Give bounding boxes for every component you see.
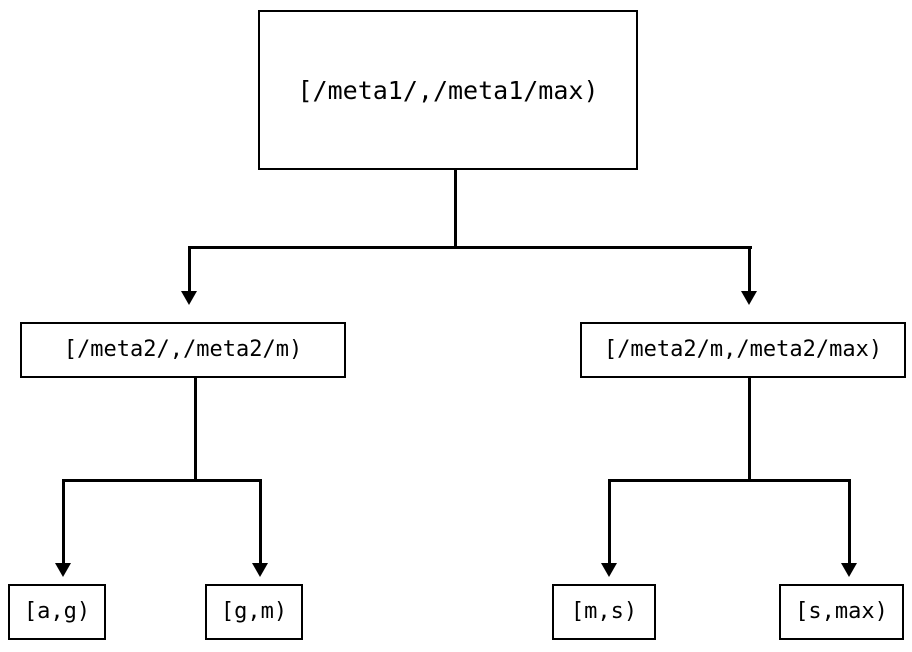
arrow-down-icon-mid-right-to-leaf-3 [601, 563, 617, 577]
edge-root-to-mid-right-stem [748, 246, 751, 292]
edge-mid-left-to-leaf-1-stem [62, 479, 65, 564]
edge-root-crossbar [189, 246, 752, 249]
edge-mid-right-crossbar [609, 479, 851, 482]
edge-mid-right-to-leaf-4-stem [848, 479, 851, 564]
node-leaf-2-label: [g,m) [220, 599, 288, 624]
node-mid-right[interactable]: [/meta2/m,/meta2/max) [580, 322, 906, 378]
node-leaf-g-m[interactable]: [g,m) [205, 584, 303, 640]
node-leaf-s-max[interactable]: [s,max) [779, 584, 904, 640]
node-leaf-4-label: [s,max) [795, 599, 888, 624]
node-root-label: [/meta1/,/meta1/max) [297, 75, 599, 105]
edge-mid-right-to-leaf-3-stem [608, 479, 611, 564]
edge-root-to-mid-left-stem [188, 246, 191, 292]
node-mid-left[interactable]: [/meta2/,/meta2/m) [20, 322, 346, 378]
node-leaf-a-g[interactable]: [a,g) [8, 584, 106, 640]
arrow-down-icon-root-to-mid-left [181, 291, 197, 305]
node-mid-right-label: [/meta2/m,/meta2/max) [603, 337, 883, 362]
node-leaf-3-label: [m,s) [570, 599, 638, 624]
node-root[interactable]: [/meta1/,/meta1/max) [258, 10, 638, 170]
arrow-down-icon-mid-left-to-leaf-1 [55, 563, 71, 577]
node-mid-left-label: [/meta2/,/meta2/m) [63, 337, 303, 362]
arrow-down-icon-mid-right-to-leaf-4 [841, 563, 857, 577]
node-leaf-1-label: [a,g) [23, 599, 91, 624]
edge-mid-left-to-leaf-2-stem [259, 479, 262, 564]
node-leaf-m-s[interactable]: [m,s) [552, 584, 656, 640]
edge-mid-left-crossbar [63, 479, 262, 482]
edge-mid-right-stem [748, 378, 751, 482]
edge-mid-left-stem [194, 378, 197, 482]
arrow-down-icon-root-to-mid-right [741, 291, 757, 305]
arrow-down-icon-mid-left-to-leaf-2 [252, 563, 268, 577]
edge-root-stem [454, 170, 457, 249]
